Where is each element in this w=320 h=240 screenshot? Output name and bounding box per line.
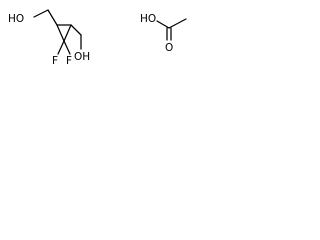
bond-ring-to-right-methylene: [70, 24, 82, 36]
carbonyl-oxygen-label: O: [165, 42, 173, 54]
ring-bond-right: [63, 24, 72, 42]
bond-carbon-to-fluorine-left: [57, 40, 65, 55]
chemical-structure: HO OH F F HO O: [8, 9, 187, 67]
fluorine-left-label: F: [52, 55, 58, 67]
bond-left-methylene-to-oxygen: [33, 9, 49, 18]
bond-carbonyl-carbon-to-methyl: [168, 18, 187, 29]
bond-ring-to-left-methylene: [47, 9, 58, 26]
ring-bond-left: [56, 24, 65, 42]
hydroxyl-right-label: OH: [74, 51, 90, 63]
acid-hydroxyl-label: HO: [140, 13, 156, 25]
cyclopropane-dimethanol-structure: HO OH F F: [8, 9, 90, 67]
bond-carbon-to-fluorine-right: [63, 40, 71, 55]
acetic-acid-structure: HO O: [140, 13, 187, 54]
fluorine-right-label: F: [66, 55, 72, 67]
hydroxyl-left-label: HO: [8, 13, 24, 25]
bond-hydroxyl-to-carbonyl-carbon: [156, 20, 170, 29]
